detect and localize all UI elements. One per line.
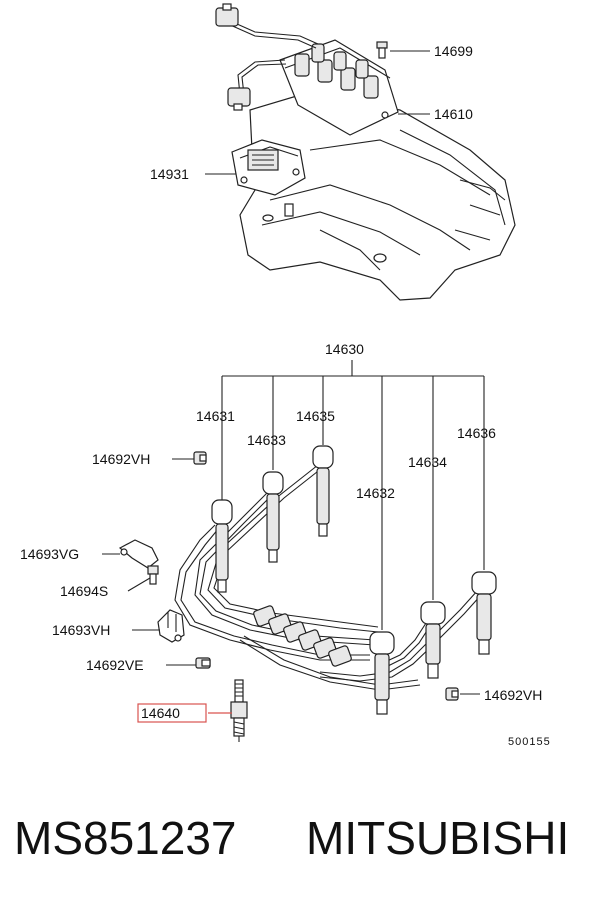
ignition-coil-pack	[279, 39, 399, 136]
part-number: MS851237	[14, 812, 237, 864]
coil-end-connectors	[253, 605, 352, 667]
plug-cap-14634	[420, 601, 446, 679]
callout-14931[interactable]: 14931	[150, 166, 189, 182]
callout-14633[interactable]: 14633	[247, 432, 286, 448]
plug-cap-14631	[211, 499, 233, 593]
spark-plug-14640	[230, 679, 248, 742]
clamp-14693vg	[118, 539, 159, 569]
callout-14631[interactable]: 14631	[196, 408, 235, 424]
callout-labels: 14699 14610 14931 14630 14631 14635 1463…	[20, 43, 551, 748]
plug-cap-14635	[312, 445, 334, 537]
plug-cap-14636	[471, 571, 497, 655]
callout-14692ve[interactable]: 14692VE	[86, 657, 144, 673]
bolt-14699	[376, 41, 388, 59]
callout-14699[interactable]: 14699	[434, 43, 473, 59]
igniter-module	[231, 139, 306, 196]
callout-14636[interactable]: 14636	[457, 425, 496, 441]
clamp-14693vh	[157, 609, 185, 643]
clip-14692vh-upper	[193, 451, 207, 465]
callout-14692vh-lower[interactable]: 14692VH	[484, 687, 542, 703]
callout-14640[interactable]: 14640	[141, 705, 180, 721]
footer: MS851237 MITSUBISHI	[0, 808, 600, 878]
clip-14692ve	[195, 657, 211, 669]
plug-cap-14633	[262, 471, 284, 563]
callout-14630[interactable]: 14630	[325, 341, 364, 357]
intake-manifold	[239, 94, 516, 301]
bolt-14694s	[147, 565, 159, 585]
callout-14692vh-upper[interactable]: 14692VH	[92, 451, 150, 467]
clip-14692vh-lower	[445, 687, 459, 701]
brand-name: MITSUBISHI	[306, 812, 570, 864]
callout-14610[interactable]: 14610	[434, 106, 473, 122]
callout-14635[interactable]: 14635	[296, 408, 335, 424]
callout-14693vh[interactable]: 14693VH	[52, 622, 110, 638]
cable-set-bracket	[221, 360, 485, 630]
callout-14640-highlight-box	[137, 703, 207, 723]
upper-leaders	[205, 50, 430, 175]
lower-leaders	[102, 458, 480, 714]
wire-harness	[215, 3, 319, 111]
plug-cap-14632	[369, 631, 395, 715]
callout-14632[interactable]: 14632	[356, 485, 395, 501]
parts-diagram: 14699 14610 14931 14630 14631 14635 1463…	[20, 3, 551, 748]
diagram-code: 500155	[508, 736, 551, 748]
callout-14634[interactable]: 14634	[408, 454, 447, 470]
callout-14693vg[interactable]: 14693VG	[20, 546, 79, 562]
callout-14694s[interactable]: 14694S	[60, 583, 108, 599]
